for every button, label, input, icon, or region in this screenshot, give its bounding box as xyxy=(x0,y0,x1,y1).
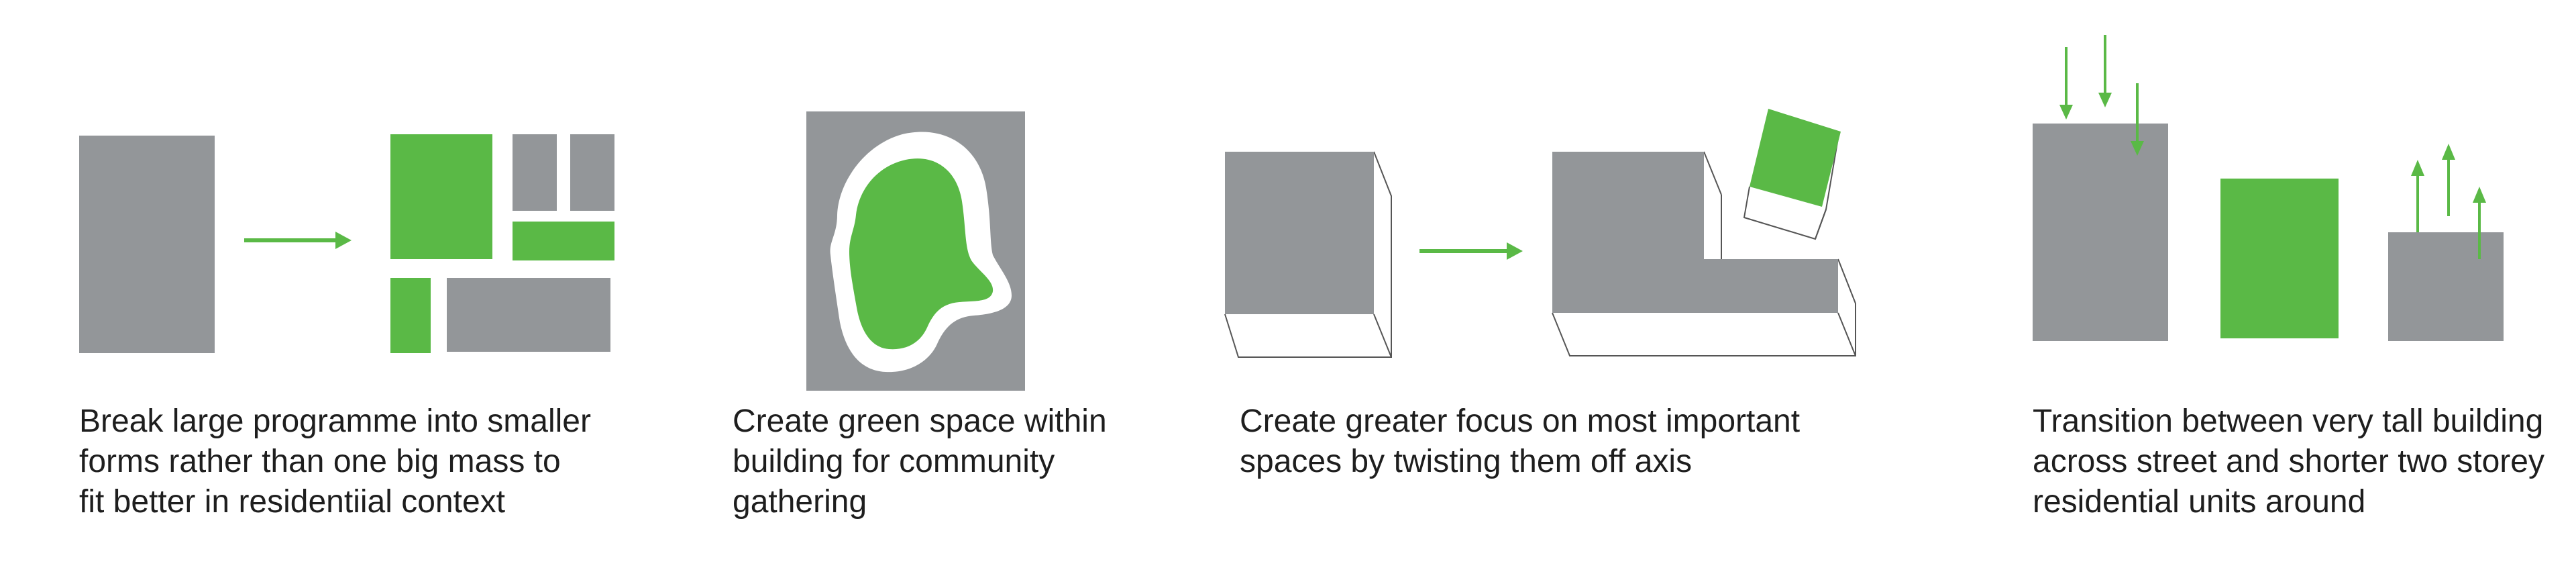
original-box xyxy=(1224,151,1392,358)
caption-line: spaces by twisting them off axis xyxy=(1240,444,1693,479)
caption-height-transition: Transition between very tall building ac… xyxy=(2033,401,2544,522)
large-mass-block xyxy=(79,136,215,353)
caption-line: fit better in residentiial context xyxy=(79,484,505,520)
up-arrows xyxy=(2411,144,2486,259)
wide-grey-block xyxy=(447,278,610,352)
transform-arrow xyxy=(244,232,352,249)
panel-green-space xyxy=(806,111,1025,391)
small-grey-block xyxy=(570,134,614,211)
caption-line: Create green space within xyxy=(733,403,1107,439)
panel-break-mass xyxy=(79,134,614,353)
l-shaped-mass xyxy=(1552,151,1856,356)
caption-line: residential units around xyxy=(2033,484,2366,520)
courtyard-green-space xyxy=(849,158,994,350)
panel-height-transition xyxy=(2033,35,2504,341)
caption-line: gathering xyxy=(733,484,867,520)
down-arrows xyxy=(2059,35,2144,156)
small-grey-block xyxy=(513,134,557,211)
twisted-green-box xyxy=(1743,109,1841,240)
short-building-block xyxy=(2388,232,2504,341)
caption-line: Transition between very tall building xyxy=(2033,403,2544,439)
green-transition-block xyxy=(2220,179,2339,338)
tall-building-block xyxy=(2033,124,2168,341)
caption-line: across street and shorter two storey xyxy=(2033,444,2544,479)
green-strip-block xyxy=(513,222,614,260)
caption-break-mass: Break large programme into smaller forms… xyxy=(79,401,591,522)
panel-twist-axis xyxy=(1224,109,1856,358)
caption-line: forms rather than one big mass to xyxy=(79,444,561,479)
caption-line: Break large programme into smaller xyxy=(79,403,591,439)
transform-arrow xyxy=(1419,242,1523,260)
caption-line: building for community xyxy=(733,444,1055,479)
caption-twist-axis: Create greater focus on most important s… xyxy=(1240,401,1800,482)
caption-line: Create greater focus on most important xyxy=(1240,403,1801,439)
green-block-small xyxy=(390,278,431,353)
green-block xyxy=(390,134,492,259)
caption-green-space: Create green space within building for c… xyxy=(733,401,1107,522)
